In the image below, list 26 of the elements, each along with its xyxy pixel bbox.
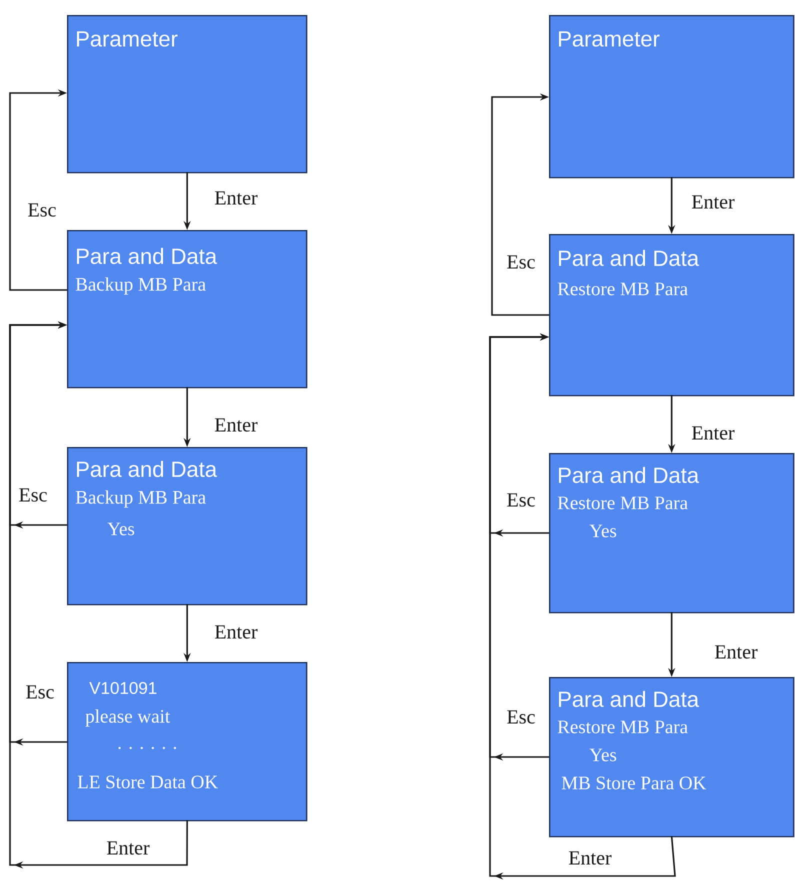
edge-label: Esc (506, 492, 536, 508)
edge-label: Enter (567, 850, 613, 866)
arrow (489, 333, 676, 880)
screen-box: Parameter (67, 15, 308, 174)
edge-label: Enter (213, 190, 259, 206)
screen-box: Para and Data Restore MB Para Yes MB Store Para OK (549, 677, 794, 838)
screen-box: Parameter (549, 15, 794, 178)
arrow (9, 321, 188, 869)
screen-box: Para and Data Backup MB Para (67, 230, 308, 388)
screen-box: V101091 please wait . . . . . . LE Store Data OK (67, 662, 308, 822)
edge-label: Enter (105, 840, 151, 856)
edge-label: Enter (213, 624, 259, 640)
edge-label: Enter (690, 425, 736, 441)
screen-box: Para and Data Restore MB Para Yes (549, 453, 794, 614)
edge-label: Enter (690, 194, 736, 210)
edge-label: Esc (506, 709, 536, 725)
edge-label: Esc (18, 487, 48, 503)
arrow (491, 93, 549, 316)
screen-box: Para and Data Restore MB Para (549, 234, 794, 396)
edge-label: Enter (213, 417, 259, 433)
screen-box: Para and Data Backup MB Para Yes (67, 447, 308, 606)
edge-label: Enter (713, 644, 759, 660)
edge-label: Esc (24, 684, 56, 700)
edge-label: Esc (26, 202, 58, 218)
arrow (9, 89, 67, 291)
edge-label: Esc (506, 254, 536, 270)
